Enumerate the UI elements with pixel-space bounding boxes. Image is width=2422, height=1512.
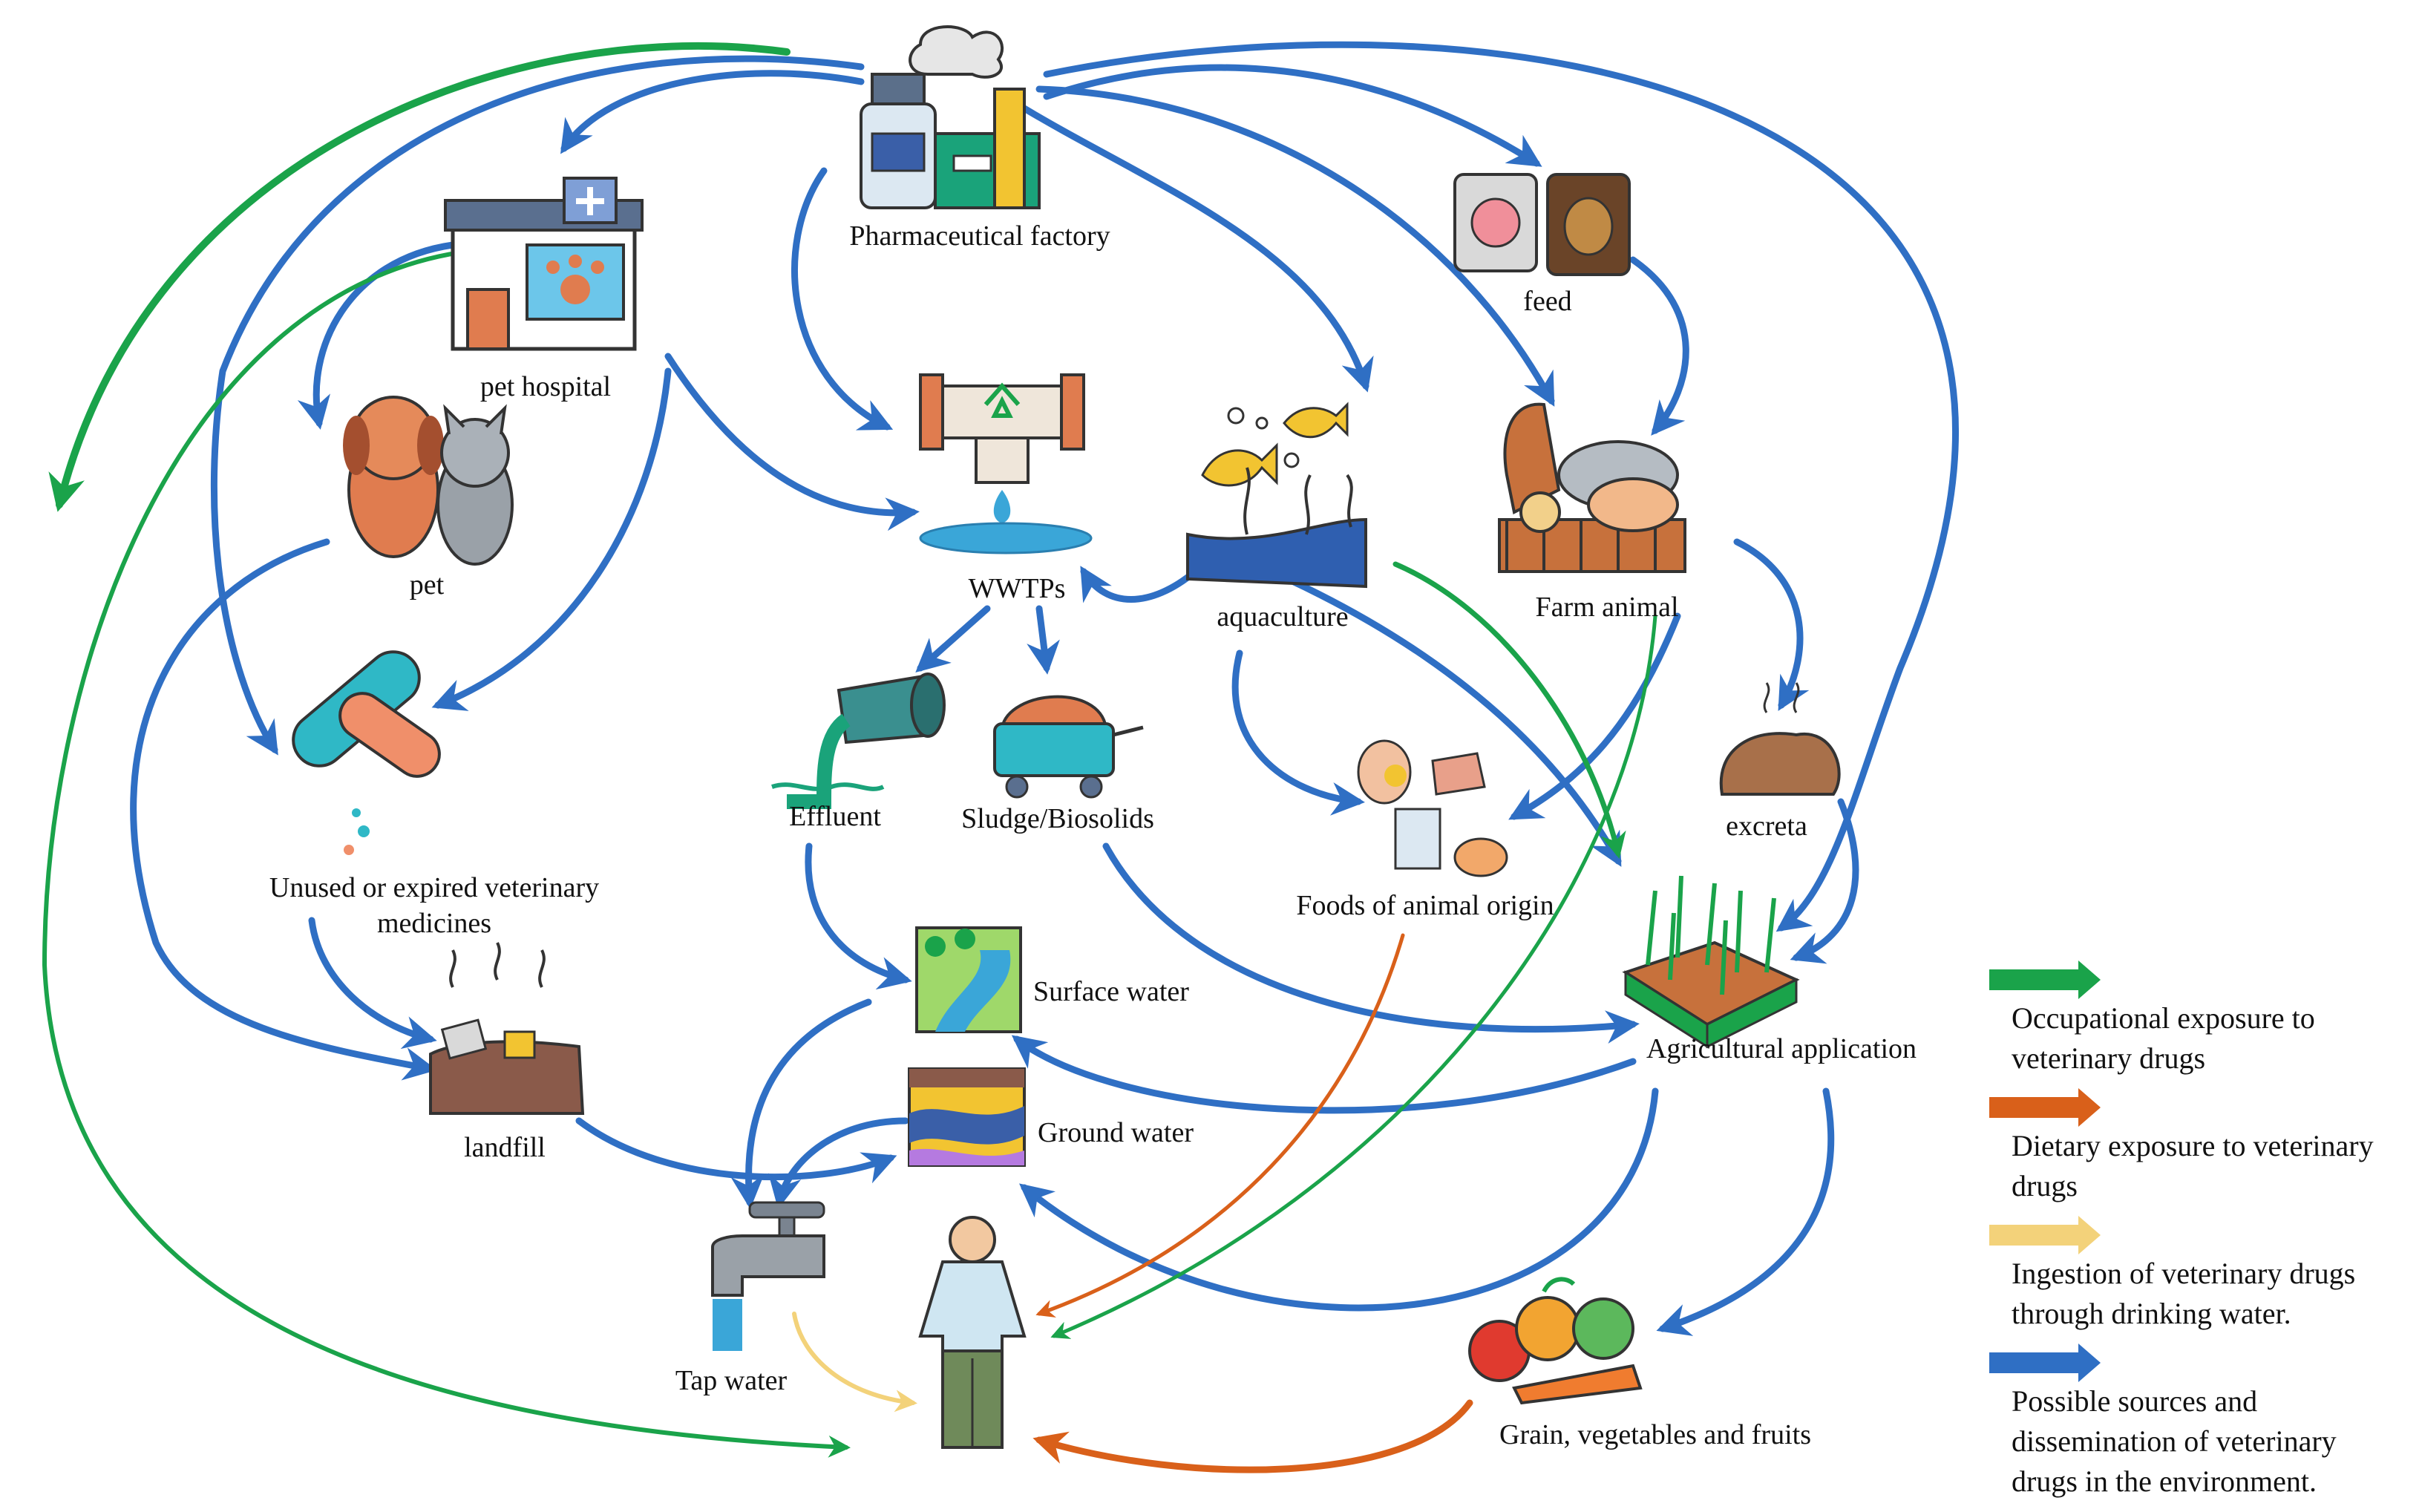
label-unused-medicines-line2: medicines xyxy=(377,908,491,939)
label-foods-animal: Foods of animal origin xyxy=(1296,890,1554,921)
label-agricultural-application: Agricultural application xyxy=(1646,1033,1917,1064)
flow-factory-pethospital xyxy=(560,70,865,154)
legend-arrow-4 xyxy=(1989,1344,2101,1382)
flow-green-farm-human xyxy=(1050,614,1657,1339)
flow-aqua-agri xyxy=(1251,560,1622,867)
legend-text-1-2: veterinary drugs xyxy=(2012,1041,2205,1075)
legend-text-3-1: Ingestion of veterinary drugs xyxy=(2012,1257,2355,1290)
flow-wwtp-sludge xyxy=(1027,605,1060,675)
label-aquaculture: aquaculture xyxy=(1217,601,1348,632)
flow-factory-feed xyxy=(1043,64,1542,167)
flow-factory-farm xyxy=(1035,85,1555,407)
farm-animal-icon xyxy=(1498,402,1686,573)
flow-effluent-surface xyxy=(805,842,912,990)
flow-agri-surface xyxy=(1011,1035,1637,1114)
flow-excreta-agri xyxy=(1790,798,1859,964)
grain-veg-fruits-icon xyxy=(1468,1277,1643,1405)
label-pet-hospital: pet hospital xyxy=(480,371,611,402)
foods-animal-icon xyxy=(1357,739,1508,877)
legend-text-1-1: Occupational exposure to xyxy=(2012,1001,2315,1035)
flow-factory-aquaculture xyxy=(1013,100,1374,393)
sludge-icon xyxy=(993,695,1144,799)
flow-aqua-foods xyxy=(1231,649,1365,816)
label-effluent: Effluent xyxy=(789,801,881,832)
flow-feed-farm xyxy=(1629,256,1689,436)
flow-orange-veg-human xyxy=(1032,1399,1473,1473)
pharmaceutical-factory-icon xyxy=(860,25,1041,209)
label-grain-veg-fruits: Grain, vegetables and fruits xyxy=(1499,1419,1811,1450)
legend-text-4-2: dissemination of veterinary xyxy=(2012,1424,2337,1458)
occupational-flows xyxy=(42,42,1657,1458)
human-icon xyxy=(918,1216,1027,1449)
unused-medicines-icon xyxy=(292,650,441,855)
label-excreta: excreta xyxy=(1726,811,1807,842)
label-tap-water: Tap water xyxy=(675,1365,788,1396)
surface-water-icon xyxy=(915,926,1022,1033)
flow-ground-tap xyxy=(768,1117,909,1209)
flow-factory-unused xyxy=(210,55,865,756)
flow-green-aqua xyxy=(1392,561,1626,859)
flow-agri-veg xyxy=(1656,1087,1835,1336)
landfill-icon xyxy=(429,942,585,1115)
flow-hospital-pet xyxy=(297,241,456,430)
effluent-icon xyxy=(771,672,946,809)
legend-text-4-3: drugs in the environment. xyxy=(2012,1464,2317,1498)
legend-text-2-2: drugs xyxy=(2012,1169,2078,1202)
label-pet: pet xyxy=(410,569,445,600)
agricultural-application-icon xyxy=(1622,875,1800,1049)
flow-agri-groundwater xyxy=(1019,1087,1659,1312)
flow-sludge-agri xyxy=(1102,842,1640,1044)
flow-green-hospital-human xyxy=(42,250,851,1458)
label-feed: feed xyxy=(1523,286,1571,317)
ground-water-icon xyxy=(908,1067,1026,1167)
flow-hospital-unused xyxy=(431,367,672,711)
flow-green-factory-left xyxy=(48,42,791,512)
label-unused-medicines-line1: Unused or expired veterinary xyxy=(269,872,599,903)
environment-flows xyxy=(130,41,1959,1336)
flow-farm-foods xyxy=(1508,612,1681,820)
legend-arrow-1 xyxy=(1989,960,2101,999)
label-sludge: Sludge/Biosolids xyxy=(961,803,1154,834)
aquaculture-icon xyxy=(1186,402,1367,589)
label-ground-water: Ground water xyxy=(1038,1117,1194,1148)
tap-water-icon xyxy=(711,1201,825,1351)
label-surface-water: Surface water xyxy=(1033,976,1189,1007)
dietary-flows xyxy=(1032,933,1473,1473)
legend-text-2-1: Dietary exposure to veterinary xyxy=(2012,1129,2374,1162)
flow-factory-wwtp xyxy=(791,167,894,431)
legend: Occupational exposure to veterinary drugs… xyxy=(1989,960,2374,1498)
flow-unused-landfill xyxy=(308,917,437,1050)
flow-surface-tap xyxy=(730,998,872,1209)
flow-wwtp-effluent xyxy=(915,605,991,672)
legend-arrow-3 xyxy=(1989,1216,2101,1254)
label-wwtps: WWTPs xyxy=(969,573,1066,604)
feed-icon xyxy=(1453,173,1631,276)
legend-text-4-1: Possible sources and xyxy=(2012,1384,2257,1418)
flow-aqua-wwtp xyxy=(1080,566,1199,603)
flow-farm-excreta xyxy=(1733,538,1810,711)
excreta-icon xyxy=(1719,682,1841,796)
flow-pet-landfill xyxy=(130,538,437,1081)
flow-yellow-tap-human xyxy=(792,1312,917,1413)
pet-icon xyxy=(343,396,514,566)
label-landfill: landfill xyxy=(464,1132,546,1163)
drinking-flows xyxy=(792,1312,917,1413)
legend-arrow-2 xyxy=(1989,1088,2101,1127)
wwtp-icon xyxy=(919,373,1093,554)
flow-hospital-wwtp xyxy=(664,353,920,531)
label-farm-animal: Farm animal xyxy=(1535,592,1678,623)
legend-text-3-2: through drinking water. xyxy=(2012,1297,2291,1330)
label-pharmaceutical-factory: Pharmaceutical factory xyxy=(849,220,1110,252)
flow-orange-foods-human xyxy=(1035,933,1405,1318)
pet-hospital-icon xyxy=(444,177,644,351)
node-labels: Pharmaceutical factory pet hospital pet … xyxy=(269,220,1917,1450)
